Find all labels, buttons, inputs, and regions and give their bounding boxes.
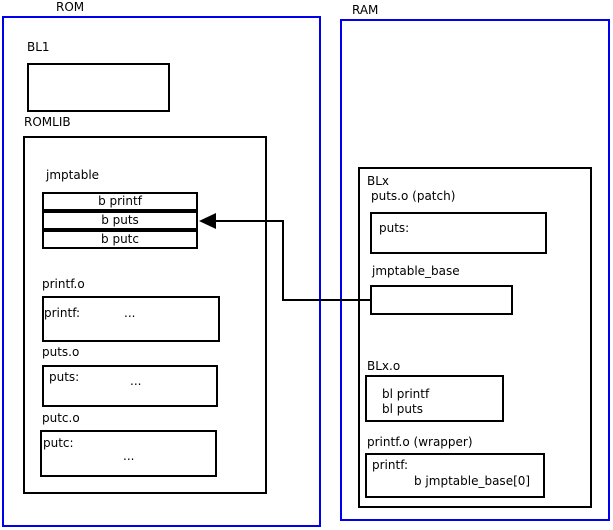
jmptable-base-label: jmptable_base [372,264,460,278]
bl1-label: BL1 [27,40,50,54]
blx-label: BLx [367,174,390,188]
printf-ellipsis-text: ... [124,306,136,320]
ram-label: RAM [352,3,379,17]
printf-o-box [42,296,220,342]
putc-ellipsis-text: ... [123,449,135,463]
printf-wrapper-box [365,453,545,498]
printf-wrapper-branch-text: b jmptable_base[0] [414,474,531,488]
printf-entry-text: printf: [44,306,81,320]
puts-o-box [42,365,218,407]
bl1-box [27,63,170,112]
rom-label: ROM [56,0,85,14]
printf-o-label: printf.o [42,277,85,291]
printf-wrapper-entry-text: printf: [372,458,409,472]
printf-wrapper-label: printf.o (wrapper) [367,435,473,449]
jmptable-row-putc: b putc [42,230,198,249]
jmptable-base-box [370,285,513,315]
putc-entry-text: putc: [43,436,74,450]
jmptable-row-printf: b printf [42,192,198,211]
puts-ellipsis-text: ... [130,374,142,388]
jmptable-label: jmptable [46,168,100,182]
putc-o-label: putc.o [42,411,80,425]
putc-o-box [40,430,217,477]
romlib-label: ROMLIB [24,115,71,129]
puts-patch-entry-text: puts: [379,221,410,235]
blx-o-label: BLx.o [367,359,401,373]
puts-patch-label: puts.o (patch) [371,189,456,203]
puts-o-label: puts.o [42,345,80,359]
blx-o-box [365,375,504,422]
blx-o-line-bl-puts: bl puts [382,402,423,416]
puts-patch-box [370,212,547,254]
puts-entry-text: puts: [49,370,80,384]
blx-o-line-bl-printf: bl printf [382,387,430,401]
jmptable-row-puts: b puts [42,211,198,230]
